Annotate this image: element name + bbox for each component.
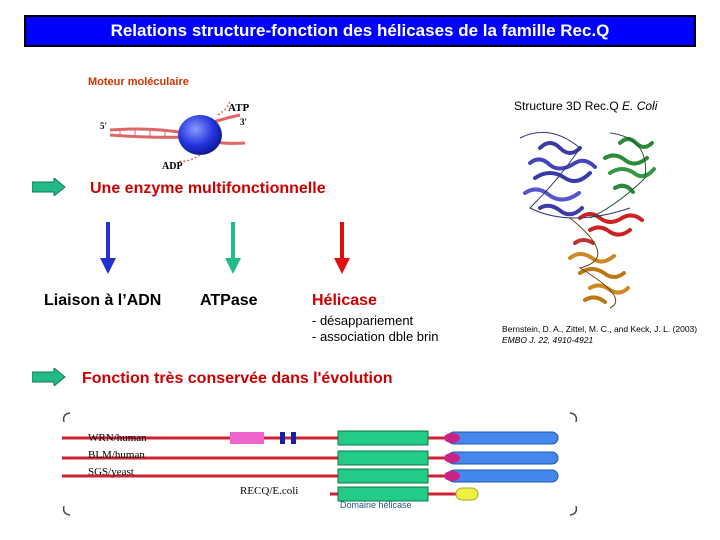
row-blm: BLM/human <box>88 449 145 461</box>
motor-protein <box>178 115 222 155</box>
teal-down-arrow-icon <box>225 222 241 274</box>
dna-strand-bottom <box>109 133 246 145</box>
page-title: Relations structure-fonction des hélicas… <box>110 21 610 40</box>
acidic-domain-1 <box>280 432 285 444</box>
three-prime-label: 3' <box>240 117 247 127</box>
row-wrn: WRN/human <box>88 432 147 444</box>
reference-journal: EMBO J. 22, 4910-4921 <box>502 335 594 345</box>
helicase-domain-label: Domaine hélicase <box>340 500 412 510</box>
green-arrow-icon-2 <box>32 368 66 386</box>
atp-label: ATP <box>228 102 249 114</box>
red-down-arrow-icon <box>334 222 350 274</box>
blue-down-arrow-icon <box>100 222 116 274</box>
domain-diagram: WRN/human BLM/human SGS/yeast RECQ/E.col… <box>60 410 580 518</box>
species-labels: WRN/human BLM/human SGS/yeast <box>88 430 147 481</box>
acidic-domain-2 <box>291 432 296 444</box>
section-heading-conserved: Fonction très conservée dans l'évolution <box>82 370 393 387</box>
helicase-domain-recq <box>337 486 429 502</box>
title-bar: Relations structure-fonction des hélicas… <box>24 15 696 47</box>
green-arrow-icon <box>32 178 66 196</box>
five-prime-label: 5' <box>100 121 107 131</box>
label-dna-binding: Liaison à l’ADN <box>44 292 162 309</box>
helicase-domain-wrn <box>337 430 429 446</box>
reference-authors: Bernstein, D. A., Zittel, M. C., and Kec… <box>502 324 698 334</box>
row-recq: RECQ/E.coli <box>240 485 299 497</box>
label-helicase: Hélicase <box>312 292 377 309</box>
detail-unwinding: - désappariement <box>312 313 414 328</box>
molecular-motor-diagram: ATP 3' 5' ADP <box>100 99 249 172</box>
exonuclease-domain <box>230 432 264 444</box>
protein-structure-image <box>519 131 656 309</box>
motor-title: Moteur moléculaire <box>88 76 189 88</box>
section-heading-multifunction: Une enzyme multifonctionnelle <box>90 180 326 197</box>
row-sgs: SGS/yeast <box>88 466 134 478</box>
structure-label: Structure 3D Rec.Q E. Coli <box>514 99 658 113</box>
adp-label: ADP <box>162 161 183 172</box>
reference: Bernstein, D. A., Zittel, M. C., and Kec… <box>502 324 697 346</box>
helicase-domain-blm <box>337 450 429 466</box>
helicase-details: - désappariement - association dble brin <box>312 313 438 345</box>
label-atpase: ATPase <box>200 292 258 309</box>
helicase-domain-sgs <box>337 468 429 484</box>
detail-annealing: - association dble brin <box>312 329 439 344</box>
